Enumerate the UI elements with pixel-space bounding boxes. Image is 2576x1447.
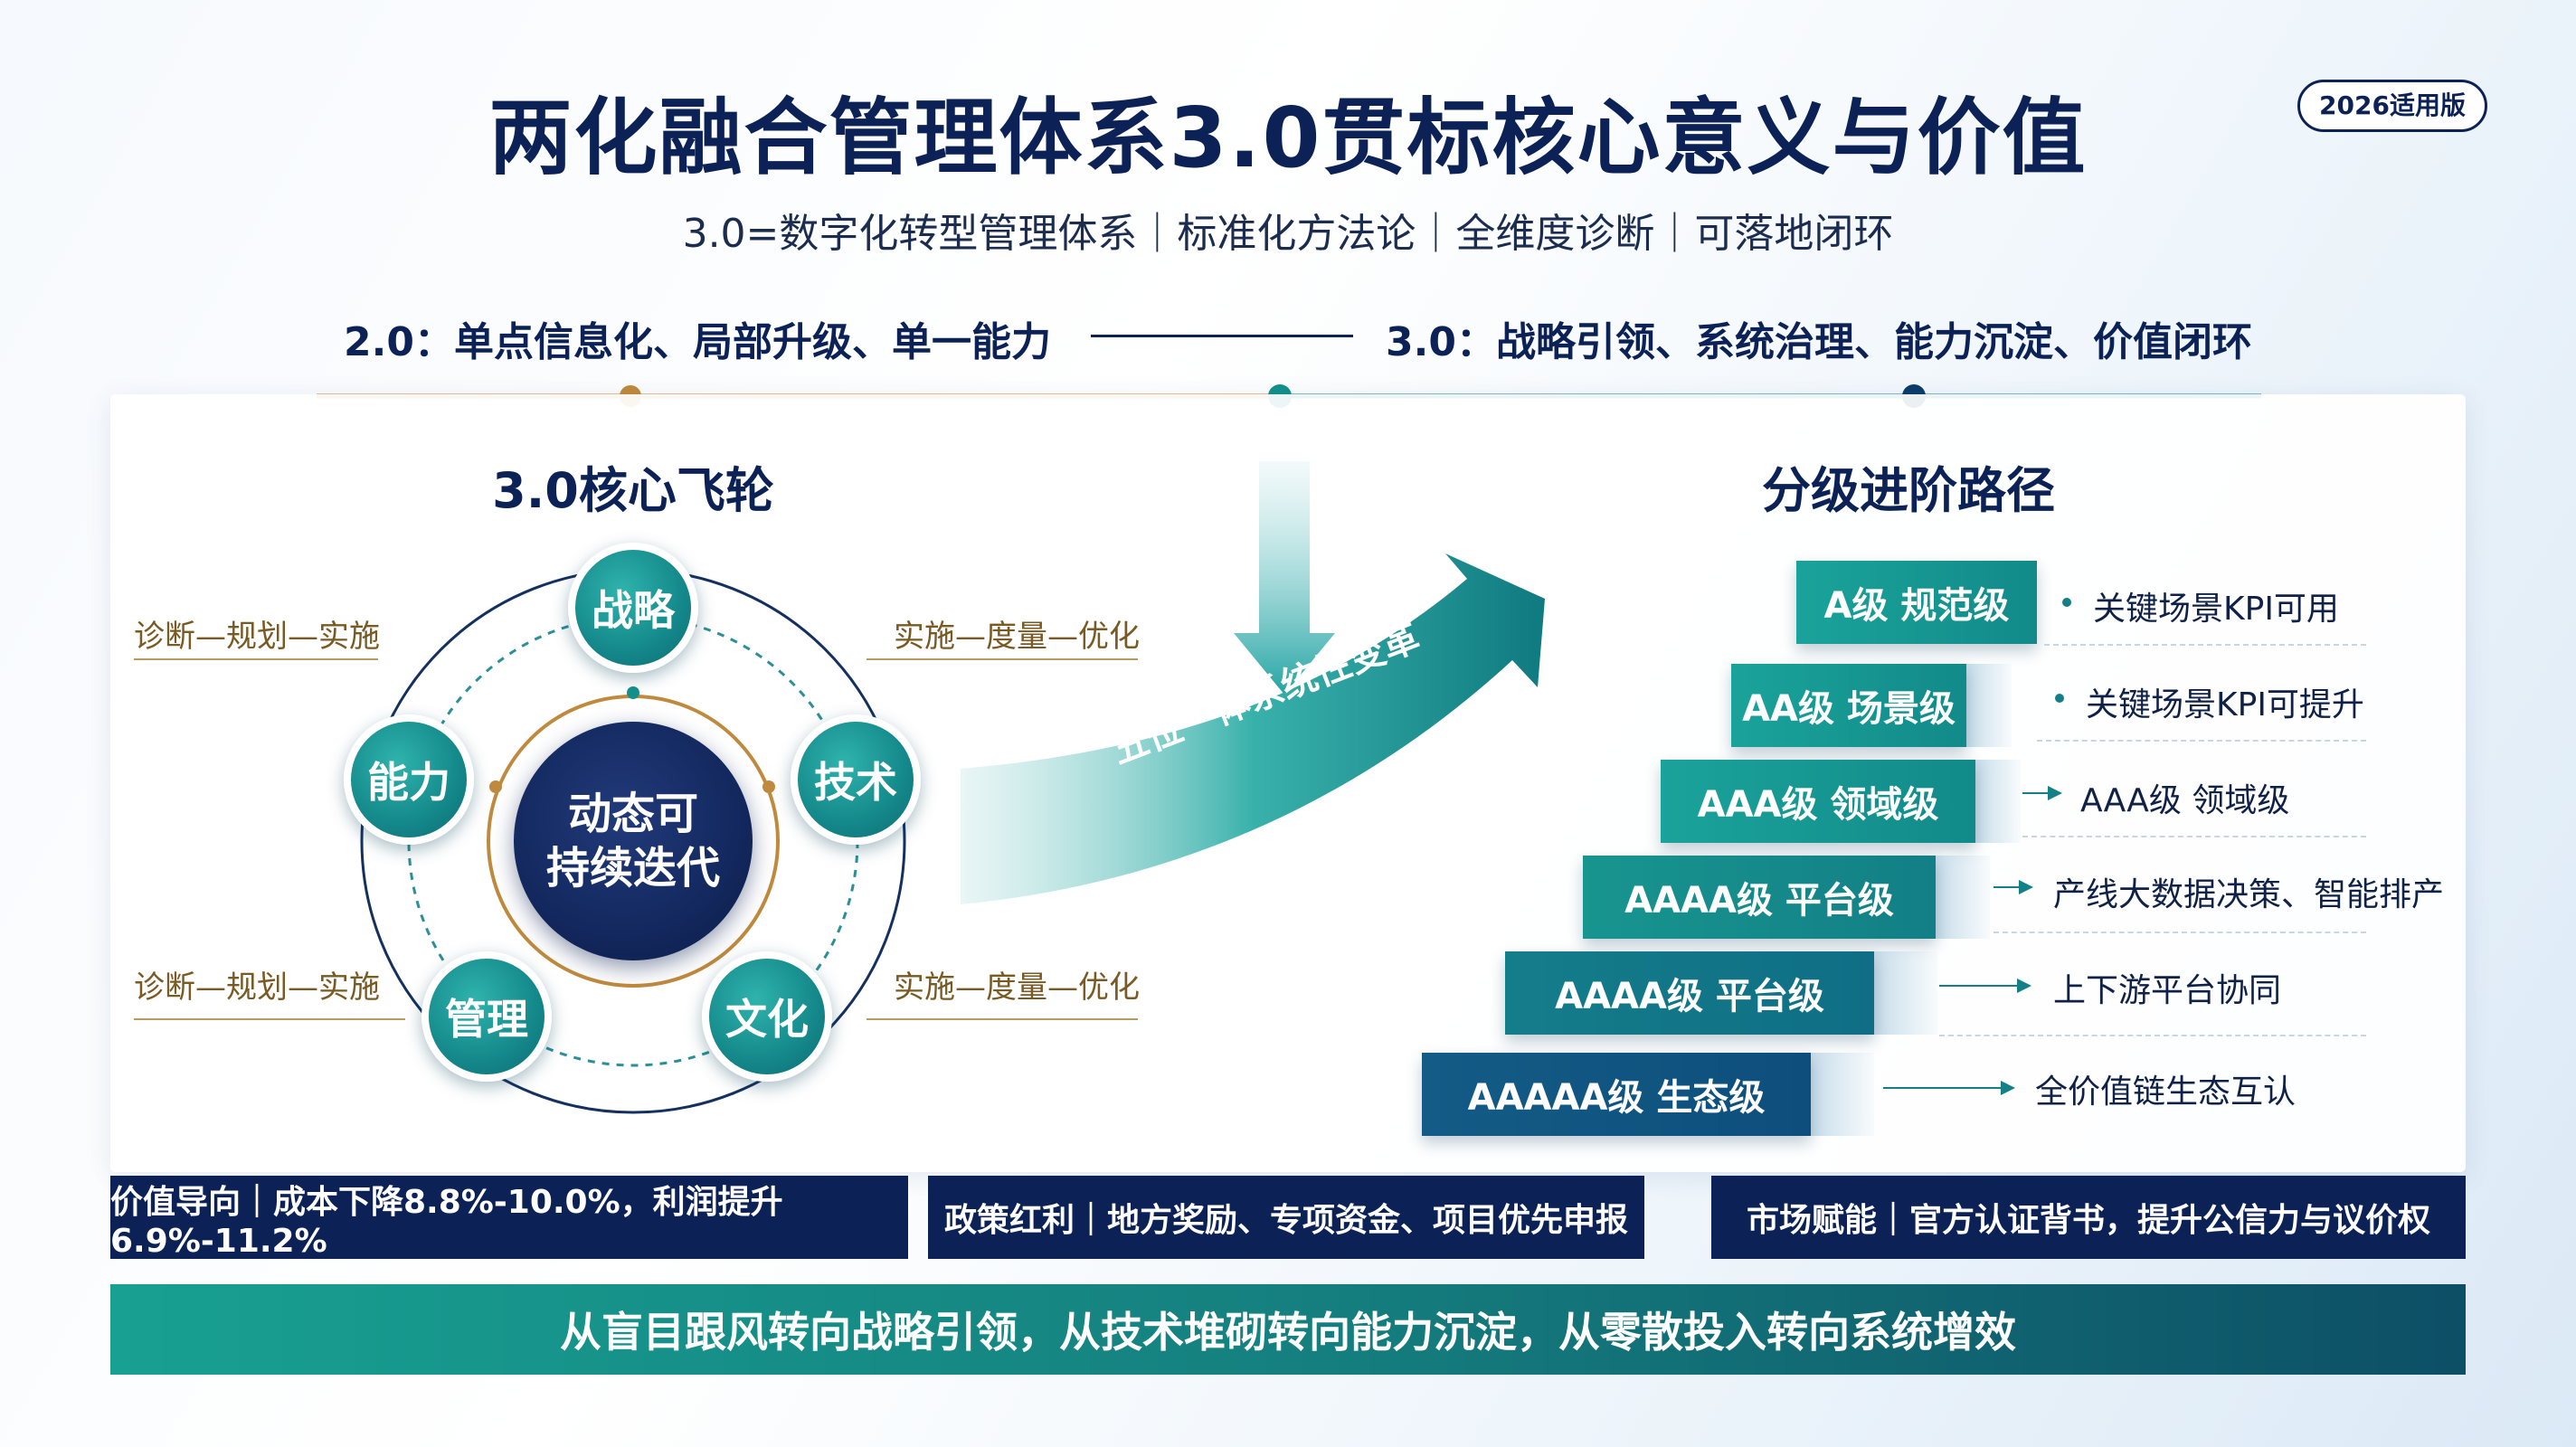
node-capability: 能力 <box>344 714 474 845</box>
flywheel-title: 3.0核心飞轮 <box>492 462 774 519</box>
info-bar-policy: 政策红利｜地方奖励、专项资金、项目优先申报 <box>928 1176 1644 1259</box>
level-4-desc: 产线大数据决策、智能排产 <box>2053 876 2445 913</box>
cycle-label-top-right: 实施—度量—优化 <box>894 619 1140 655</box>
level-4-divider <box>1994 932 2366 933</box>
node-management: 管理 <box>421 951 552 1082</box>
level-4-arrow-line <box>1994 886 2021 888</box>
level-5-arrow-icon <box>2017 979 2031 993</box>
node-tech: 技术 <box>791 714 921 845</box>
curve-arrow-shape <box>961 553 1545 904</box>
cycle-underline-top-left <box>134 658 378 660</box>
level-3-divider <box>2022 836 2366 837</box>
down-arrow-shape <box>1234 461 1335 695</box>
version-3-label: 3.0：战略引领、系统治理、能力沉淀、价值闭环 <box>1386 319 2252 365</box>
version-badge: 2026适用版 <box>2297 80 2487 132</box>
node-strategy: 战略 <box>568 543 698 673</box>
flywheel-core: 动态可 持续迭代 <box>514 722 753 960</box>
level-2-bullet <box>2055 694 2064 703</box>
level-3-arrow-line <box>2022 792 2050 794</box>
level-step-1: A级 规范级 <box>1796 561 2037 644</box>
cycle-underline-bottom-right <box>867 1018 1138 1020</box>
node-culture: 文化 <box>702 951 832 1082</box>
ring-dot-right <box>762 780 775 793</box>
level-2-divider <box>2037 740 2366 742</box>
level-6-arrow-icon <box>2001 1081 2015 1095</box>
level-1-bullet <box>2062 598 2071 607</box>
level-6-arrow-line <box>1883 1087 2003 1089</box>
level-6-desc: 全价值链生态互认 <box>2035 1073 2297 1111</box>
level-2-desc: 关键场景KPI可提升 <box>2086 686 2364 724</box>
cycle-label-bottom-left: 诊断—规划—实施 <box>134 969 380 1006</box>
version-2-label: 2.0：单点信息化、局部升级、单一能力 <box>344 319 1051 365</box>
level-step-2: AA级 场景级 <box>1731 664 1966 747</box>
ring-dot-top <box>627 686 639 699</box>
level-step-4: AAAA级 平台级 <box>1583 856 1936 939</box>
level-step-3: AAA级 领域级 <box>1661 760 1975 843</box>
cycle-underline-bottom-left <box>134 1018 405 1020</box>
core-line-1: 动态可 <box>567 789 698 839</box>
level-step-5: AAAA级 平台级 <box>1505 951 1874 1035</box>
step-shade-6 <box>1811 1053 1874 1136</box>
level-step-6: AAAAA级 生态级 <box>1422 1053 1811 1136</box>
bottom-banner: 从盲目跟风转向战略引领，从技术堆砌转向能力沉淀，从零散投入转向系统增效 <box>110 1284 2466 1375</box>
cycle-label-bottom-right: 实施—度量—优化 <box>894 969 1140 1006</box>
level-1-desc: 关键场景KPI可用 <box>2093 591 2339 628</box>
page-subtitle: 3.0=数字化转型管理体系｜标准化方法论｜全维度诊断｜可落地闭环 <box>682 211 1894 257</box>
ladder-title: 分级进阶路径 <box>1762 462 2055 519</box>
step-shade-4 <box>1936 856 1990 939</box>
level-5-divider <box>1939 1035 2366 1036</box>
page-title: 两化融合管理体系3.0贯标核心意义与价值 <box>488 90 2088 186</box>
level-1-divider <box>2044 644 2366 646</box>
level-4-arrow-icon <box>2019 880 2033 894</box>
core-line-2: 持续迭代 <box>545 843 720 894</box>
ring-dot-left <box>489 780 502 793</box>
level-5-desc: 上下游平台协同 <box>2053 972 2282 1009</box>
step-shade-3 <box>1975 760 2021 843</box>
info-bar-market: 市场赋能｜官方认证背书，提升公信力与议价权 <box>1711 1176 2466 1259</box>
version-connector-line <box>1091 335 1353 337</box>
level-5-arrow-line <box>1939 985 2019 987</box>
info-bar-value: 价值导向｜成本下降8.8%-10.0%，利润提升6.9%-11.2% <box>110 1176 908 1260</box>
cycle-underline-top-right <box>867 658 1138 660</box>
cycle-label-top-left: 诊断—规划—实施 <box>134 619 380 655</box>
step-shade-5 <box>1874 951 1937 1035</box>
step-shade-2 <box>1966 664 2012 747</box>
level-3-arrow-icon <box>2048 786 2062 800</box>
level-3-desc: AAA级 领域级 <box>2080 782 2290 819</box>
